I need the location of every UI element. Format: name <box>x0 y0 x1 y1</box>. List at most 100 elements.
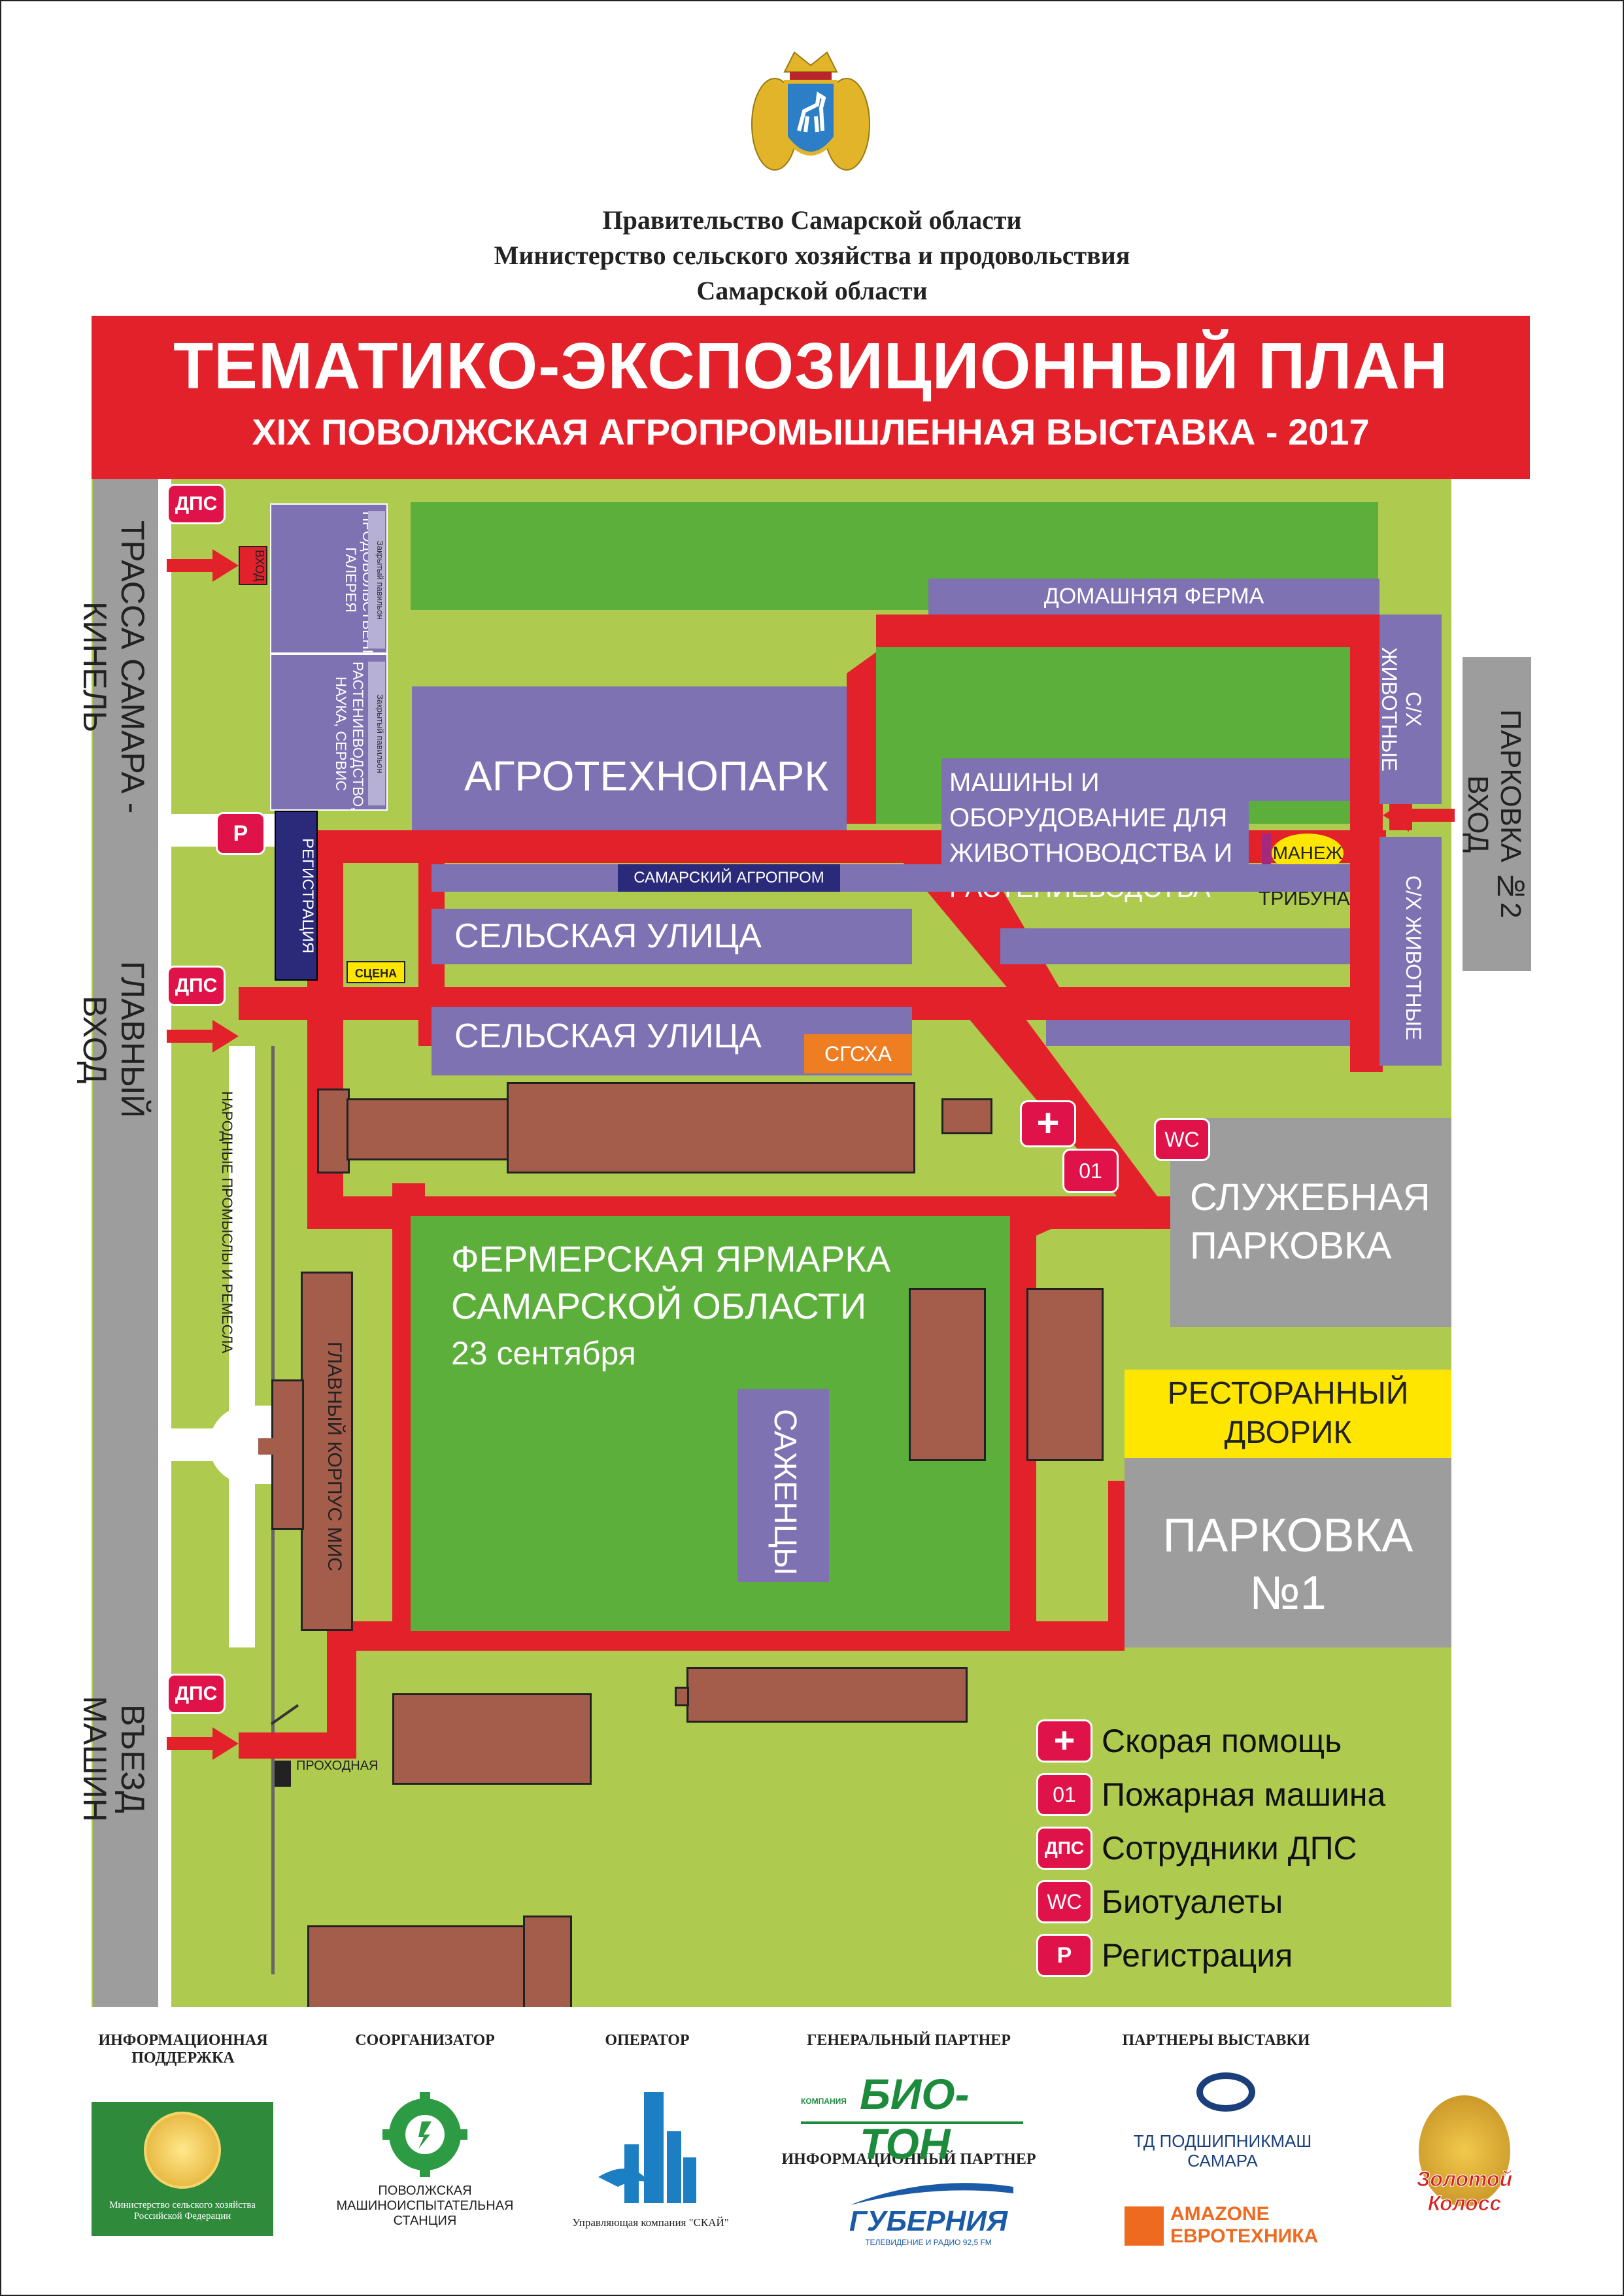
building-fair-b <box>1026 1288 1104 1461</box>
home-farm: ДОМАШНЯЯ ФЕРМА <box>928 579 1379 615</box>
animals-top-label: С/Х ЖИВОТНЫЕ <box>1378 647 1425 772</box>
legend-row-fire: 01 Пожарная машина <box>1036 1773 1442 1827</box>
info-support-heading: ИНФОРМАЦИОННАЯ ПОДДЕРЖКА <box>98 2032 268 2067</box>
village-street-1-right <box>1000 928 1350 964</box>
legend-label-wc: Биотуалеты <box>1102 1883 1283 1920</box>
food-gallery-label: ПРОДОВОЛЬСТВЕННАЯ ГАЛЕРЕЯ <box>343 511 376 680</box>
legend-row-ambulance: + Скорая помощь <box>1036 1719 1442 1773</box>
agrotechnopark: АГРОТЕХНОПАРК <box>412 686 847 830</box>
fire-truck-badge: 01 <box>1036 1773 1092 1816</box>
machines-label: МАШИНЫ И ОБОРУДОВАНИЕ ДЛЯ ЖИВОТНОВОДСТВА… <box>949 768 1233 903</box>
service-parking: СЛУЖЕБНАЯ ПАРКОВКА <box>1170 1118 1451 1327</box>
registration-badge-map: P <box>216 812 265 855</box>
food-gallery-pavilion: ПРОДОВОЛЬСТВЕННАЯ ГАЛЕРЕЯ Закрытый павил… <box>270 503 388 680</box>
vehicle-entry-label: ВЪЕЗД МАШИН <box>76 1695 151 1822</box>
wc-badge-map: WC <box>1154 1118 1210 1161</box>
dps-badge-main: ДПС <box>167 966 226 1006</box>
food-gallery-note: Закрытый павильон <box>368 511 385 649</box>
building-bottom-a <box>392 1693 592 1785</box>
zolotoy-koloss-name: Золотой Колосс <box>1416 2167 1513 2216</box>
farmers-fair-line-1: ФЕРМЕРСКАЯ ЯРМАРКА <box>451 1238 891 1279</box>
legend-row-police: ДПС Сотрудники ДПС <box>1036 1827 1442 1880</box>
farmers-fair-line-2: САМАРСКОЙ ОБЛАСТИ <box>451 1285 867 1326</box>
plus-icon: + <box>1036 1719 1092 1763</box>
machines-pavilion-lower <box>941 801 1249 873</box>
legend-row-wc: WC Биотуалеты <box>1036 1880 1442 1934</box>
walkway <box>158 479 171 2007</box>
highway-strip <box>93 479 158 2007</box>
legend-label-fire: Пожарная машина <box>1102 1776 1386 1813</box>
sky-logo <box>592 2079 709 2210</box>
building-row-1b <box>347 1098 510 1160</box>
checkpoint-block <box>275 1761 291 1787</box>
bioton-prefix: КОМПАНИЯ <box>801 2097 847 2106</box>
agrotechnopark-label: АГРОТЕХНОПАРК <box>464 752 829 800</box>
building-bottom-d <box>523 1916 572 2007</box>
animals-bottom-label: С/Х ЖИВОТНЫЕ <box>1402 875 1425 1041</box>
stage: СЦЕНА <box>347 961 405 983</box>
legend: + Скорая помощь 01 Пожарная машина ДПС С… <box>1036 1719 1442 1987</box>
zolotoy-koloss-emblem-icon <box>1419 2095 1510 2206</box>
legend-label-ambulance: Скорая помощь <box>1102 1723 1342 1759</box>
registration-badge: P <box>1036 1934 1092 1977</box>
service-parking-label: СЛУЖЕБНАЯ ПАРКОВКА <box>1190 1176 1430 1267</box>
wc-badge: WC <box>1036 1880 1092 1923</box>
amazone-logo: AMAZONE ЕВРОТЕХНИКА <box>1125 2203 1379 2249</box>
main-building-porch <box>258 1438 275 1455</box>
building-small <box>941 1098 992 1134</box>
entry-marker: ВХОД <box>239 546 267 585</box>
station-name: ПОВОЛЖСКАЯ МАШИНОИСПЫТАТЕЛЬНАЯ СТАНЦИЯ <box>336 2184 514 2228</box>
fire-badge-map: 01 <box>1062 1149 1119 1193</box>
exhibition-partners-heading: ПАРТНЕРЫ ВЫСТАВКИ <box>1122 2032 1310 2049</box>
podshipnik-logo-icon <box>1196 2072 1255 2112</box>
parking-2: ПАРКОВКА №2 ВХОД <box>1462 657 1531 971</box>
village-street-2-right <box>1046 1020 1350 1046</box>
walkway-crafts <box>229 1046 255 1647</box>
main-entry-arrow <box>167 1020 239 1053</box>
building-fair-a <box>909 1288 986 1461</box>
walkway-main-building <box>171 1428 263 1461</box>
crop-pavilion-label: РАСТЕНИЕВОДСТВО, НАУКА, СЕРВИС <box>333 662 366 811</box>
header-line-2: Министерство сельского хозяйства и продо… <box>494 241 1130 270</box>
animals-bottom: С/Х ЖИВОТНЫЕ <box>1379 837 1442 1066</box>
ministry-name: Министерство сельского хозяйства Российс… <box>109 2200 256 2221</box>
legend-row-registration: P Регистрация <box>1036 1934 1442 1987</box>
general-partner-heading: ГЕНЕРАЛЬНЫЙ ПАРТНЕР <box>807 2032 1011 2049</box>
building-bottom-c <box>307 1925 526 2007</box>
crop-pavilion-note: Закрытый павильон <box>368 662 385 805</box>
dps-badge-vehicle: ДПС <box>167 1674 226 1714</box>
food-court: РЕСТОРАННЫЙ ДВОРИК <box>1125 1370 1451 1458</box>
sky-name: Управляющая компания "СКАЙ" <box>572 2216 729 2229</box>
samara-agroprom-strip <box>431 864 1350 892</box>
farmers-fair-title: ФЕРМЕРСКАЯ ЯРМАРКА САМАРСКОЙ ОБЛАСТИ 23 … <box>451 1236 890 1377</box>
amazone-name-1: AMAZONE <box>1170 2203 1270 2225</box>
main-entrance-label: ГЛАВНЫЙ ВХОД <box>76 960 151 1119</box>
building-row-1a <box>317 1089 350 1173</box>
legend-label-police: Сотрудники ДПС <box>1102 1830 1357 1866</box>
crop-pavilion: РАСТЕНИЕВОДСТВО, НАУКА, СЕРВИС Закрытый … <box>270 654 388 811</box>
dps-badge-top: ДПС <box>167 484 226 524</box>
main-building-wing <box>271 1379 304 1530</box>
legend-label-registration: Регистрация <box>1102 1937 1293 1974</box>
checkpoint-label: ПРОХОДНАЯ <box>296 1759 379 1773</box>
main-building-label: ГЛАВНЫЙ КОРПУС МИС <box>324 1342 345 1572</box>
vehicle-entry-arrow <box>167 1727 239 1760</box>
header-line-1: Правительство Самарской области <box>602 205 1022 235</box>
header-line-3: Самарской области <box>696 276 928 305</box>
coorganizer-heading: СООРГАНИЗАТОР <box>355 2032 495 2049</box>
coat-of-arms <box>745 46 876 183</box>
title-banner: ТЕМАТИКО-ЭКСПОЗИЦИОННЫЙ ПЛАН XIX ПОВОЛЖС… <box>92 316 1530 479</box>
podshipnik-name: ТД ПОДШИПНИКМАШ САМАРА <box>1133 2131 1312 2170</box>
gubernia-subtitle: ТЕЛЕВИДЕНИЕ И РАДИО 92,5 FM <box>865 2238 992 2247</box>
amazone-name-2: ЕВРОТЕХНИКА <box>1170 2225 1319 2247</box>
parking2-entry-arrow <box>1383 799 1455 832</box>
highway-label: ТРАССА САМАРА - КИНЕЛЬ <box>76 520 151 814</box>
parking-1: ПАРКОВКА №1 <box>1125 1458 1451 1647</box>
zolotoy-koloss-logo: Золотой Колосс <box>1386 2095 1543 2216</box>
amazone-icon <box>1125 2206 1164 2246</box>
ministry-emblem-icon <box>144 2112 221 2189</box>
organizer-header: Правительство Самарской области Министер… <box>0 203 1624 309</box>
farmers-fair-date: 23 сентября <box>451 1335 636 1372</box>
village-street-1: СЕЛЬСКАЯ УЛИЦА <box>431 909 912 964</box>
police-badge: ДПС <box>1036 1827 1092 1870</box>
